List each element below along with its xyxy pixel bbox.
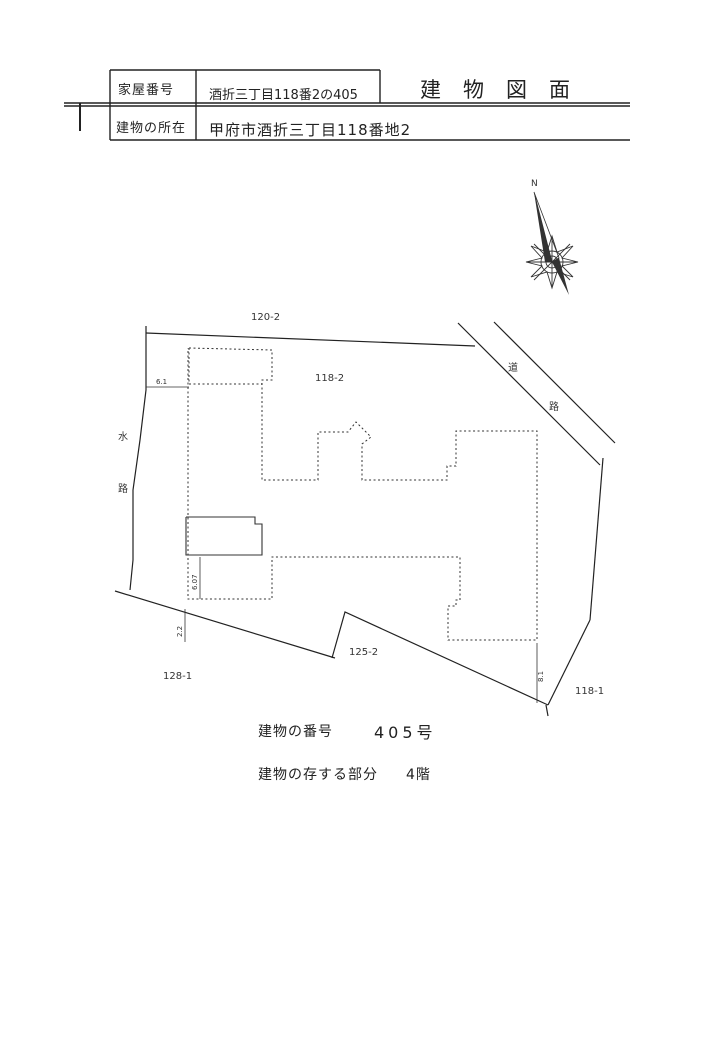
north-label: N (531, 179, 538, 189)
dimension-lines (146, 386, 538, 703)
road-label-2: 路 (549, 400, 559, 413)
dimension-6-07: 6.07 (191, 574, 199, 590)
dimension-8-1: 8.1 (537, 671, 545, 682)
lot-label-128-1: 128-1 (163, 671, 192, 682)
lot-label-120-2: 120-2 (251, 312, 280, 323)
site-plan: N (114, 179, 616, 717)
header-table (64, 69, 630, 141)
location-label: 建物の所在 (116, 121, 187, 136)
road-label-1: 道 (508, 361, 518, 374)
annex-outline (185, 516, 263, 556)
lot-label-125-2: 125-2 (349, 647, 378, 658)
waterway-label-2: 路 (118, 482, 128, 495)
building-number-value: 405号 (374, 723, 437, 742)
building-number-label: 建物の番号 (258, 724, 333, 740)
dimension-6-1: 6.1 (156, 378, 167, 386)
dimension-2-2: 2.2 (176, 626, 184, 637)
page-title: 建物図面 (420, 78, 592, 102)
location-value: 甲府市酒折三丁目118番地2 (209, 121, 412, 139)
north-compass-icon: N (525, 179, 579, 295)
house-number-value: 酒折三丁目118番2の405 (209, 88, 358, 103)
parcel-boundary (114, 321, 616, 717)
building-outline (187, 347, 538, 641)
lot-label-118-1: 118-1 (575, 686, 604, 697)
house-number-label: 家屋番号 (118, 83, 175, 98)
floor-value: 4階 (406, 767, 431, 783)
floor-label: 建物の存する部分 (258, 767, 378, 783)
waterway-label-1: 水 (118, 431, 128, 443)
lot-label-118-2: 118-2 (315, 373, 344, 384)
